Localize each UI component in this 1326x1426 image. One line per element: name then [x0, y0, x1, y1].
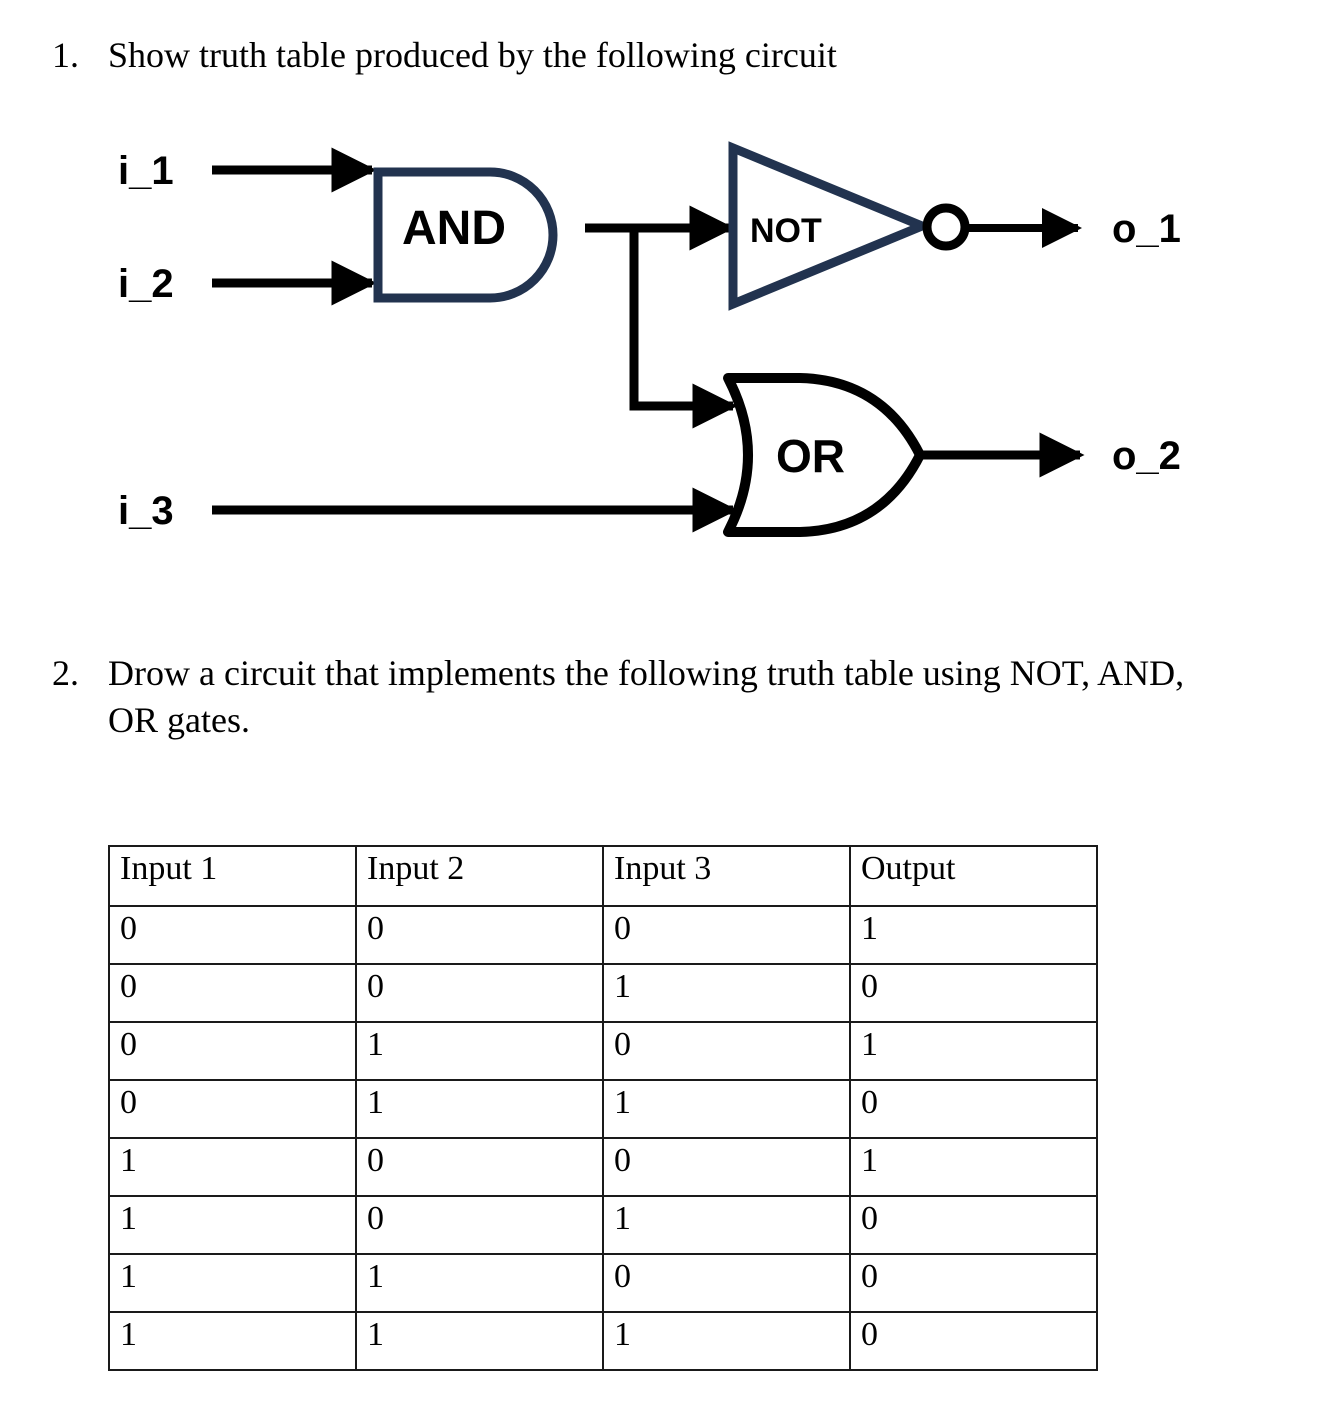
question-1-text: Show truth table produced by the followi… — [108, 35, 837, 75]
output-label-o1: o_1 — [1112, 207, 1181, 251]
question-2-number: 2. — [52, 653, 79, 693]
question-1-number: 1. — [52, 35, 79, 75]
or-gate-label: OR — [776, 430, 845, 482]
cell-output: 0 — [849, 963, 1098, 1023]
cell-output: 0 — [849, 1311, 1098, 1371]
cell-input-1: 0 — [108, 905, 357, 965]
cell-input-1: 1 — [108, 1311, 357, 1371]
cell-input-2: 0 — [355, 1137, 604, 1197]
cell-input-3: 0 — [602, 1253, 851, 1313]
table-row: 1 1 1 0 — [108, 1311, 1098, 1371]
cell-output: 0 — [849, 1079, 1098, 1139]
and-gate-shape — [373, 167, 558, 303]
table-row: 0 0 0 1 — [108, 905, 1098, 965]
cell-output: 1 — [849, 905, 1098, 965]
cell-input-1: 1 — [108, 1195, 357, 1255]
input-label-i1: i_1 — [118, 149, 174, 193]
cell-input-2: 1 — [355, 1079, 604, 1139]
not-gate-shape — [728, 141, 934, 311]
cell-input-2: 1 — [355, 1253, 604, 1313]
table-row: 0 0 1 0 — [108, 963, 1098, 1023]
cell-input-3: 1 — [602, 1311, 851, 1371]
cell-input-3: 1 — [602, 963, 851, 1023]
wire-and-branch-to-or — [629, 228, 738, 429]
table-row: 0 1 1 0 — [108, 1079, 1098, 1139]
question-2: 2. Drow a circuit that implements the fo… — [52, 650, 1242, 744]
question-2-text: Drow a circuit that implements the follo… — [108, 653, 1185, 740]
input-label-i2: i_2 — [118, 262, 174, 306]
input-label-i3: i_3 — [118, 489, 174, 533]
cell-input-2: 1 — [355, 1021, 604, 1081]
table-row: 1 1 0 0 — [108, 1253, 1098, 1313]
cell-input-1: 1 — [108, 1253, 357, 1313]
cell-input-3: 1 — [602, 1079, 851, 1139]
column-header-input-2: Input 2 — [355, 845, 604, 907]
cell-input-2: 1 — [355, 1311, 604, 1371]
cell-input-2: 0 — [355, 963, 604, 1023]
column-header-output: Output — [849, 845, 1098, 907]
cell-input-1: 0 — [108, 1021, 357, 1081]
table-row: 0 1 0 1 — [108, 1021, 1098, 1081]
cell-input-1: 1 — [108, 1137, 357, 1197]
table-row: 1 0 0 1 — [108, 1137, 1098, 1197]
output-label-o2: o_2 — [1112, 434, 1181, 478]
cell-output: 0 — [849, 1253, 1098, 1313]
cell-input-1: 0 — [108, 963, 357, 1023]
cell-input-1: 0 — [108, 1079, 357, 1139]
not-gate-bubble-icon — [922, 203, 970, 251]
circuit-diagram: AND NOT OR i_1 i_2 i_3 o_1 o_2 — [0, 120, 1326, 560]
question-1: 1. Show truth table produced by the foll… — [52, 32, 1252, 79]
table-header-row: Input 1 Input 2 Input 3 Output — [108, 845, 1098, 907]
not-gate-label: NOT — [750, 212, 822, 250]
cell-output: 1 — [849, 1021, 1098, 1081]
and-gate-label: AND — [402, 202, 506, 255]
cell-input-2: 0 — [355, 905, 604, 965]
or-gate-shape — [723, 373, 925, 537]
cell-output: 1 — [849, 1137, 1098, 1197]
cell-input-2: 0 — [355, 1195, 604, 1255]
column-header-input-1: Input 1 — [108, 845, 357, 907]
truth-table: Input 1 Input 2 Input 3 Output 0 0 0 1 0… — [108, 845, 1098, 1371]
table-row: 1 0 1 0 — [108, 1195, 1098, 1255]
column-header-input-3: Input 3 — [602, 845, 851, 907]
cell-input-3: 1 — [602, 1195, 851, 1255]
cell-input-3: 0 — [602, 1137, 851, 1197]
cell-output: 0 — [849, 1195, 1098, 1255]
cell-input-3: 0 — [602, 905, 851, 965]
cell-input-3: 0 — [602, 1021, 851, 1081]
